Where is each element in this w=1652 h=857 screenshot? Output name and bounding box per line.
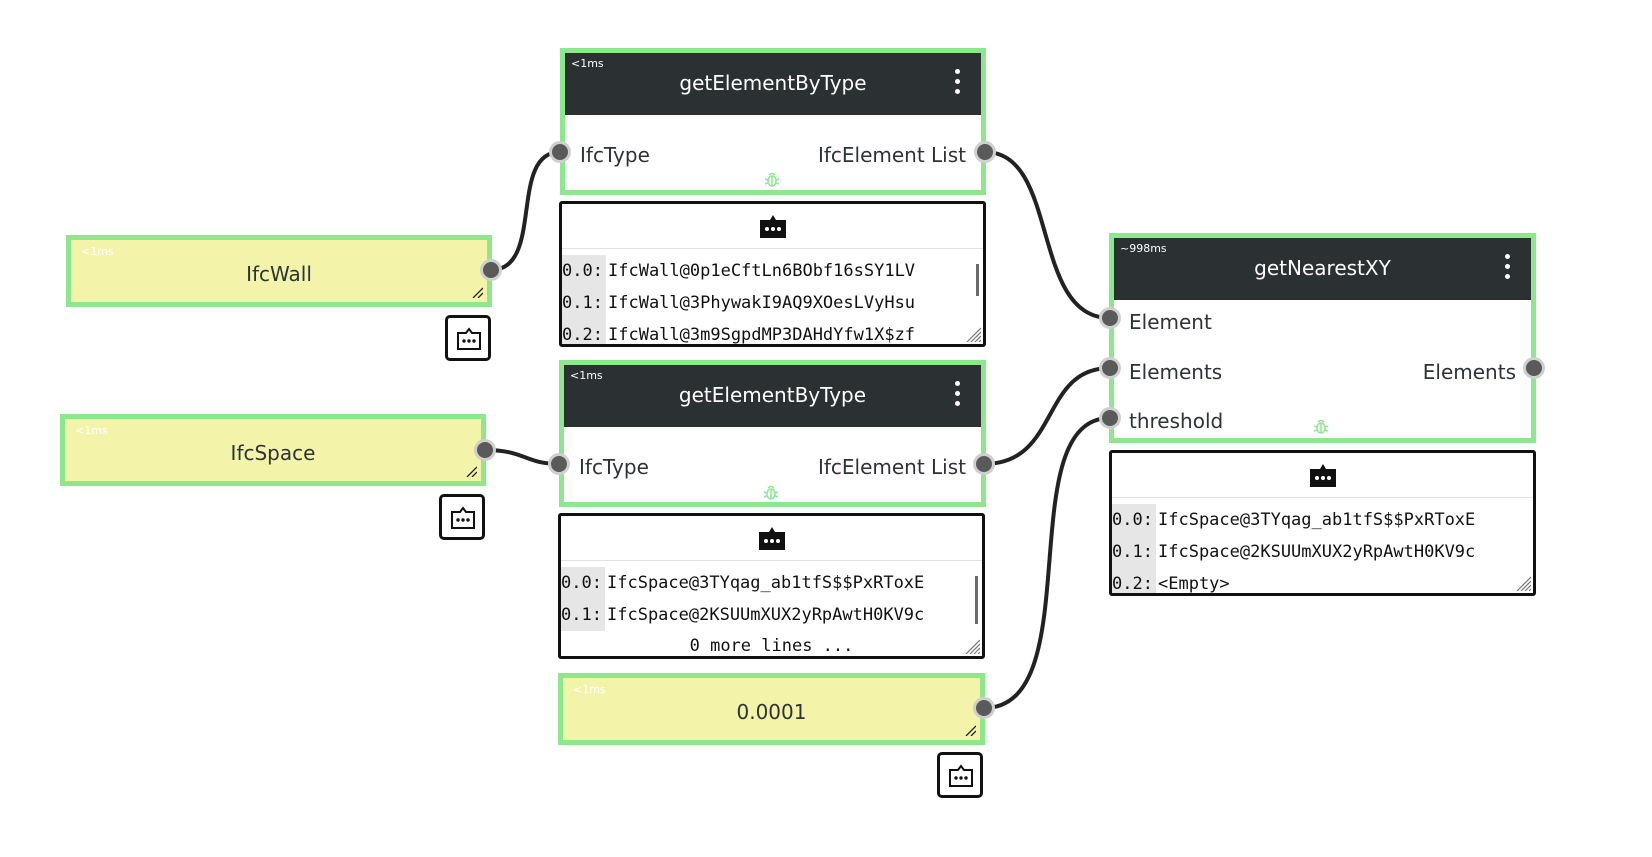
input-label-ifctype: IfcType (579, 455, 649, 479)
node-title: getElementByType (679, 71, 867, 95)
input-value[interactable]: IfcWall (246, 262, 312, 286)
input-node-ifcwall[interactable]: <1ms IfcWall (66, 235, 492, 307)
node-timing: ~998ms (1120, 242, 1167, 255)
output-port-ifcelement-list[interactable] (973, 453, 995, 475)
speech-bubble-ellipsis-icon (457, 327, 481, 350)
input-value[interactable]: 0.0001 (736, 700, 807, 724)
kebab-menu-icon[interactable] (953, 69, 961, 99)
kebab-menu-icon[interactable] (953, 381, 961, 411)
input-port-elements[interactable] (1099, 357, 1121, 379)
list-item: 0.2:<Empty> (1112, 568, 1533, 593)
input-node-threshold[interactable]: <1ms 0.0001 (558, 673, 985, 745)
resize-grip-icon[interactable] (465, 465, 477, 477)
resize-grip-icon[interactable] (964, 638, 980, 654)
input-port-ifctype[interactable] (548, 453, 570, 475)
node-timing: <1ms (81, 245, 114, 258)
list-item: 0.0:IfcSpace@3TYqag_ab1tfS$$PxRToxE (561, 567, 982, 599)
open-viewer-button[interactable] (937, 752, 983, 798)
scrollbar[interactable] (976, 264, 979, 296)
get-element-by-type-node-spaces[interactable]: <1ms getElementByType IfcType IfcElement… (559, 360, 986, 507)
scrollbar[interactable] (975, 576, 978, 624)
node-timing: <1ms (570, 369, 603, 382)
output-port-threshold[interactable] (973, 697, 995, 719)
speech-bubble-ellipsis-icon (451, 506, 475, 529)
get-nearest-xy-node[interactable]: ~998ms getNearestXY Element Elements thr… (1109, 233, 1536, 443)
node-timing: <1ms (573, 683, 606, 696)
list-item: 0.1:IfcSpace@2KSUUmXUX2yRpAwtH0KV9c (1112, 536, 1533, 568)
output-viewer-nearest[interactable]: 0.0:IfcSpace@3TYqag_ab1tfS$$PxRToxE 0.1:… (1109, 450, 1536, 596)
input-value[interactable]: IfcSpace (230, 441, 316, 465)
output-viewer-walls[interactable]: 0.0:IfcWall@0p1eCftLn6BObf16sSY1LV 0.1:I… (559, 201, 986, 347)
input-port-element[interactable] (1099, 307, 1121, 329)
node-timing: <1ms (571, 57, 604, 70)
output-port-ifcelement-list[interactable] (974, 141, 996, 163)
speech-bubble-ellipsis-icon[interactable] (757, 526, 787, 552)
speech-bubble-ellipsis-icon[interactable] (758, 214, 788, 240)
node-header[interactable]: ~998ms getNearestXY (1114, 238, 1531, 300)
list-item: 0.0:IfcWall@0p1eCftLn6BObf16sSY1LV (562, 255, 983, 287)
more-lines-indicator: 0 more lines ... (689, 636, 854, 656)
input-label-threshold: threshold (1129, 409, 1224, 433)
kebab-menu-icon[interactable] (1503, 254, 1511, 284)
resize-grip-icon[interactable] (965, 326, 981, 342)
output-label-ifcelement-list: IfcElement List (817, 143, 966, 167)
speech-bubble-ellipsis-icon (949, 764, 973, 787)
list-item: 0.1:IfcSpace@2KSUUmXUX2yRpAwtH0KV9c (561, 599, 982, 631)
output-viewer-spaces[interactable]: 0.0:IfcSpace@3TYqag_ab1tfS$$PxRToxE 0.1:… (558, 513, 985, 659)
bug-icon[interactable] (765, 172, 779, 188)
wire-walls-to-element[interactable] (983, 150, 1112, 320)
input-label-element: Element (1129, 310, 1212, 334)
output-label-elements: Elements (1422, 360, 1516, 384)
input-label-ifctype: IfcType (580, 143, 650, 167)
list-item: 0.2:IfcWall@3m9SgpdMP3DAHdYfw1X$zf (562, 319, 983, 344)
output-port-elements[interactable] (1523, 357, 1545, 379)
input-label-elements: Elements (1129, 360, 1223, 384)
open-viewer-button[interactable] (445, 315, 491, 361)
output-label-ifcelement-list: IfcElement List (817, 455, 966, 479)
node-header[interactable]: <1ms getElementByType (565, 53, 981, 115)
resize-grip-icon[interactable] (1515, 575, 1531, 591)
node-header[interactable]: <1ms getElementByType (564, 365, 981, 427)
wire-ifcwall-to-ifctype[interactable] (489, 150, 562, 272)
resize-grip-icon[interactable] (964, 724, 976, 736)
output-port-ifcspace[interactable] (474, 439, 496, 461)
node-timing: <1ms (75, 424, 108, 437)
input-node-ifcspace[interactable]: <1ms IfcSpace (60, 414, 486, 486)
wire-threshold-to-threshold[interactable] (982, 416, 1112, 710)
output-port-ifcwall[interactable] (480, 259, 502, 281)
node-title: getNearestXY (1254, 256, 1391, 280)
bug-icon[interactable] (764, 485, 778, 501)
bug-icon[interactable] (1314, 419, 1328, 435)
list-item: 0.0:IfcSpace@3TYqag_ab1tfS$$PxRToxE (1112, 504, 1533, 536)
input-port-ifctype[interactable] (549, 141, 571, 163)
input-port-threshold[interactable] (1099, 407, 1121, 429)
wire-spaces-to-elements[interactable] (982, 366, 1112, 466)
resize-grip-icon[interactable] (471, 286, 483, 298)
speech-bubble-ellipsis-icon[interactable] (1308, 463, 1338, 489)
open-viewer-button[interactable] (439, 494, 485, 540)
node-title: getElementByType (678, 383, 867, 407)
get-element-by-type-node-walls[interactable]: <1ms getElementByType IfcType IfcElement… (560, 48, 986, 195)
list-item: 0.1:IfcWall@3PhywakI9AQ9XOesLVyHsu (562, 287, 983, 319)
